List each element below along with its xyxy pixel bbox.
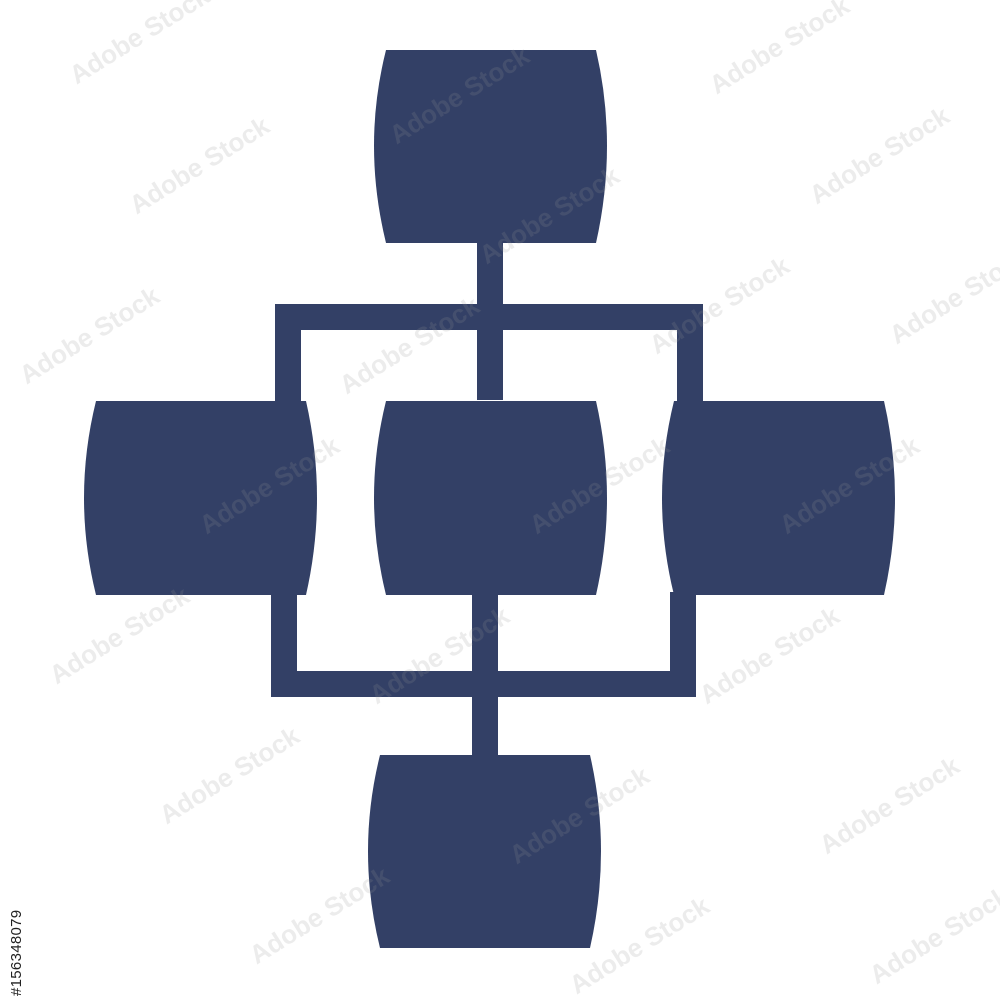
left-node xyxy=(84,401,317,595)
connector-lines xyxy=(271,240,703,760)
right-node xyxy=(662,401,895,595)
connector-upper-frame xyxy=(275,304,703,410)
center-node xyxy=(374,401,607,595)
top-node xyxy=(374,50,607,243)
nodes xyxy=(84,50,895,948)
stock-id-label: #156348079 xyxy=(8,909,25,996)
bottom-node xyxy=(368,755,601,948)
